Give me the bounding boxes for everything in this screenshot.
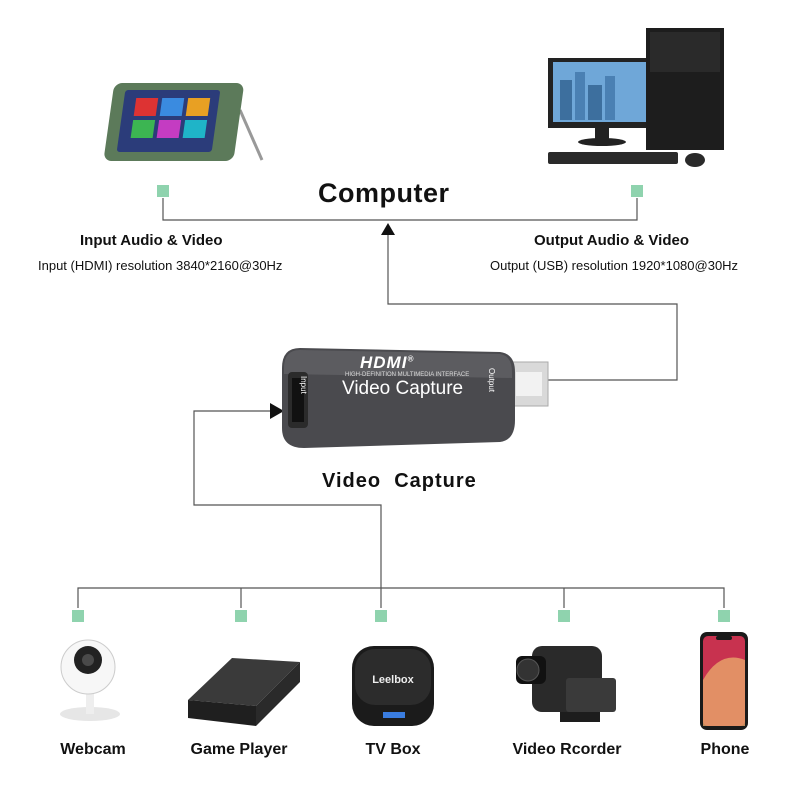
input-detail: Input (HDMI) resolution 3840*2160@30Hz <box>38 258 282 273</box>
tv-box-icon: Leelbox <box>352 646 434 726</box>
video-recorder-icon <box>516 646 616 722</box>
arrow-right-to-input <box>270 403 284 419</box>
connector-marker <box>157 185 169 197</box>
port-output-label: Output <box>487 368 496 392</box>
port-input-label: Input <box>299 376 308 394</box>
desktop-computer-icon <box>548 28 724 167</box>
connector-marker <box>235 610 247 622</box>
output-heading: Output Audio & Video <box>534 232 689 249</box>
webcam-icon <box>60 640 120 721</box>
connector-marker <box>631 185 643 197</box>
connector-marker <box>72 610 84 622</box>
tv-box-brand: Leelbox <box>372 674 414 686</box>
device-name: Video Capture <box>342 378 463 400</box>
computer-title: Computer <box>318 178 450 209</box>
game-player-icon <box>188 658 300 726</box>
input-heading: Input Audio & Video <box>80 232 223 249</box>
source-label-video-recorder: Video Rcorder <box>492 741 642 759</box>
portable-tv-icon <box>103 83 262 161</box>
phone-icon <box>700 632 748 730</box>
connector-marker <box>558 610 570 622</box>
source-label-phone: Phone <box>650 741 800 759</box>
source-label-webcam: Webcam <box>18 741 168 759</box>
capture-caption: Video Capture <box>322 470 477 493</box>
connector-marker <box>375 610 387 622</box>
output-detail: Output (USB) resolution 1920*1080@30Hz <box>490 258 738 273</box>
connector-marker <box>718 610 730 622</box>
source-label-tv-box: TV Box <box>318 741 468 759</box>
arrow-up-to-computer <box>381 223 395 235</box>
sources-bus-line <box>78 588 724 608</box>
source-label-game-player: Game Player <box>164 741 314 759</box>
device-logo: HDMI® <box>360 353 414 373</box>
